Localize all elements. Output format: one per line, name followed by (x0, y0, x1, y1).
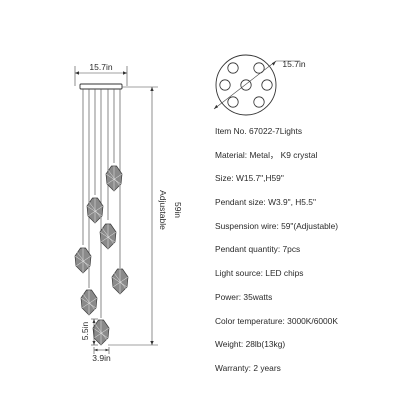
top-view-pendant (253, 96, 265, 108)
spec-label: Size: (215, 173, 236, 184)
spec-value: Metal， K9 crystal (249, 149, 318, 160)
crystal-pendant (111, 268, 129, 295)
spec-material: Material: Metal， K9 crystal (215, 150, 410, 160)
spec-label: Warranty: (215, 362, 254, 373)
spec-value: 28lb(13kg) (245, 339, 286, 350)
crystal-pendant (80, 289, 98, 316)
canopy-width-label: 15.7in (89, 62, 112, 72)
pendant-width-label: 3.9in (92, 353, 111, 363)
spec-size: Size: W15.7",H59" (215, 173, 410, 183)
crystal-pendant (92, 319, 110, 346)
top-view-pendant (261, 79, 273, 91)
top-view-pendant (227, 62, 239, 74)
total-height-dimension: Adjustable 59in (108, 86, 183, 346)
spec-value: W15.7",H59" (235, 173, 284, 184)
spec-color-temperature: Color temperature: 3000K/6000K (215, 316, 410, 326)
top-view-pendant (219, 79, 231, 91)
top-view-pendant (253, 62, 265, 74)
spec-label: Suspension wire: (215, 220, 282, 231)
pendant-height-label: 5.5in (80, 322, 90, 341)
crystal-pendant (105, 165, 123, 192)
spec-value: 2 years (253, 362, 281, 373)
spec-warranty: Warranty: 2 years (215, 363, 410, 373)
top-view-pendants (219, 62, 273, 108)
spec-value: 67022-7Lights (248, 126, 303, 136)
spec-value: 35watts (243, 291, 273, 302)
spec-pendant-size: Pendant size: W3.9", H5.5" (215, 197, 410, 207)
spec-label: Power: (215, 291, 244, 302)
pendant-width-dimension: 3.9in (92, 347, 111, 363)
spec-label: Pendant quantity: (215, 244, 283, 255)
spec-value: 59"(Adjustable) (281, 220, 339, 231)
spec-label: Color temperature: (215, 315, 288, 326)
spec-label: Weight: (215, 339, 246, 350)
spec-label: Light source: (215, 268, 266, 279)
adjustable-label: Adjustable (158, 190, 168, 230)
spec-list: Item No. 67022-7Lights Material: Metal， … (215, 126, 410, 387)
canopy (79, 83, 123, 90)
spec-value: LED chips (265, 268, 304, 279)
pendant-height-dimension: 5.5in (80, 318, 98, 346)
spec-value: 7pcs (282, 244, 301, 255)
spec-value: 3000K/6000K (287, 315, 338, 326)
canopy-width-dimension: 15.7in (74, 62, 128, 86)
spec-label: Material: (215, 149, 250, 160)
spec-suspension-wire: Suspension wire: 59"(Adjustable) (215, 221, 410, 231)
top-view-pendant (227, 96, 239, 108)
spec-pendant-quantity: Pendant quantity: 7pcs (215, 244, 410, 254)
spec-label: Item No. (215, 126, 249, 136)
spec-weight: Weight: 28lb(13kg) (215, 339, 410, 349)
total-height-label: 59in (173, 202, 183, 218)
spec-power: Power: 35watts (215, 292, 410, 302)
crystal-pendant (99, 223, 117, 250)
spec-value: W3.9", H5.5" (268, 197, 316, 208)
spec-item-number: Item No. 67022-7Lights (215, 126, 410, 136)
spec-label: Pendant size: (215, 197, 269, 208)
crystal-pendant (74, 247, 92, 274)
top-view: 15.7in (213, 54, 306, 116)
spec-light-source: Light source: LED chips (215, 268, 410, 278)
top-view-width-label: 15.7in (282, 59, 305, 69)
crystal-pendant (86, 197, 104, 224)
top-view-width-dimension: 15.7in (213, 59, 306, 110)
